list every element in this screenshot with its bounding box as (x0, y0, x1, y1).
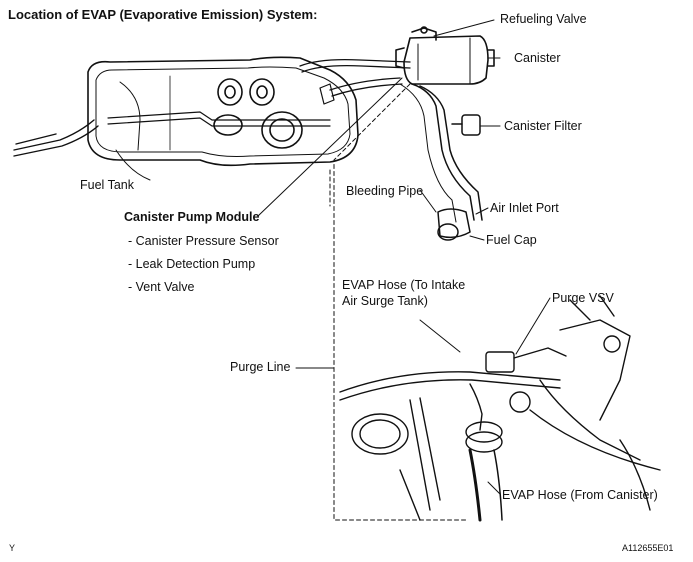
label-evap-hose-intake-line2: Air Surge Tank) (342, 294, 428, 308)
label-bleeding-pipe: Bleeding Pipe (346, 184, 424, 198)
label-fuel-cap: Fuel Cap (486, 233, 537, 247)
figure-code: A112655E01 (622, 543, 674, 553)
label-evap-hose-intake-line1: EVAP Hose (To Intake (342, 278, 466, 292)
label-evap-hose-canister: EVAP Hose (From Canister) (502, 488, 658, 502)
label-purge-vsv: Purge VSV (552, 291, 614, 305)
fuel-tank-drawing (87, 56, 359, 167)
inset-callout (329, 83, 469, 521)
purge-vsv-inset-drawing (339, 295, 661, 522)
label-canister-filter: Canister Filter (504, 119, 582, 133)
label-fuel-tank: Fuel Tank (80, 178, 134, 192)
pump-part-item: - Canister Pressure Sensor (128, 234, 279, 248)
label-purge-line: Purge Line (230, 360, 291, 374)
label-canister-pump-module: Canister Pump Module (124, 210, 260, 224)
corner-mark-left: Y (9, 543, 16, 553)
diagram-title: Location of EVAP (Evaporative Emission) … (8, 7, 318, 22)
pump-part-item: - Vent Valve (128, 280, 195, 294)
leader-lines (115, 19, 551, 495)
label-air-inlet-port: Air Inlet Port (490, 201, 559, 215)
filler-pipe-drawing (13, 119, 99, 157)
label-refueling-valve: Refueling Valve (500, 12, 587, 26)
filler-neck-drawing (399, 83, 483, 241)
pump-part-item: - Leak Detection Pump (128, 257, 256, 271)
canister-drawing (395, 26, 495, 85)
label-canister: Canister (514, 51, 561, 65)
